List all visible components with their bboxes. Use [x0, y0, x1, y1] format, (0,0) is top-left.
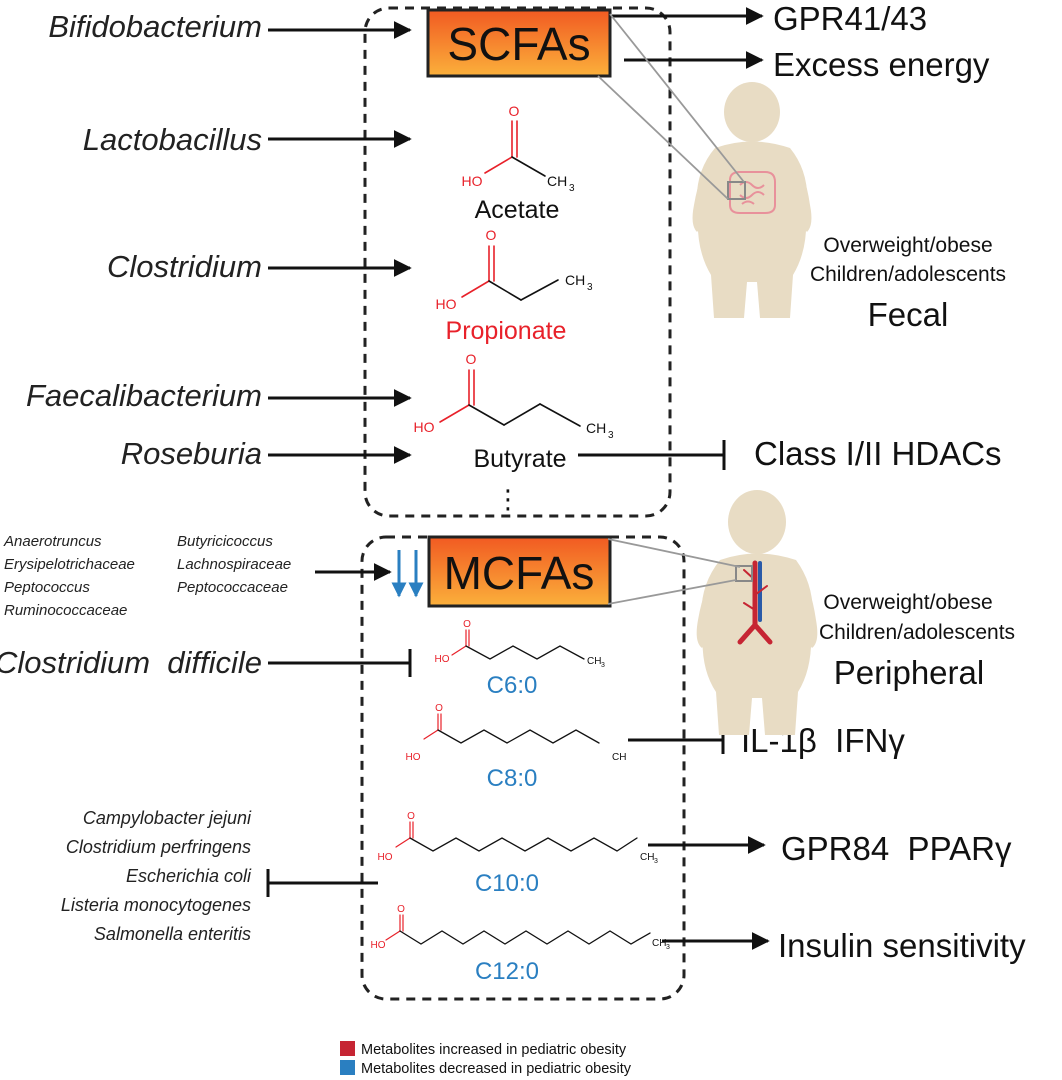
population-line1-fecal: Overweight/obese [823, 234, 992, 257]
butyrate-structure: O HO CH 3 [414, 351, 615, 441]
mcfa-box-label: MCFAs [444, 547, 595, 599]
svg-text:CH: CH [547, 173, 567, 189]
c12-ch3-sub: 3 [666, 944, 670, 951]
bacterium-lactobacillus: Lactobacillus [83, 122, 262, 157]
svg-text:CH: CH [586, 420, 606, 436]
scfa-panel-border [363, 6, 672, 518]
bacterium-faecalibacterium: Faecalibacterium [26, 378, 262, 413]
scfa-box [426, 8, 612, 78]
bacterium-clostridium: Clostridium [107, 249, 262, 284]
c12-o: O [397, 904, 405, 915]
target-hdacs: Class I/II HDACs [754, 435, 1002, 472]
producer-peptococcus: Peptococcus [4, 579, 90, 596]
legend-label-decreased: Metabolites decreased in pediatric obesi… [361, 1061, 632, 1077]
c10-structure [395, 821, 638, 852]
c12-structure [385, 914, 651, 945]
producer-anaerotruncus: Anaerotruncus [3, 533, 102, 550]
producer-butyricicoccus: Butyricicoccus [177, 533, 273, 550]
scfa-box-label: SCFAs [447, 18, 590, 70]
target-gpr84-ppar: GPR84 PPARγ [781, 830, 1012, 867]
propionate-structure: O HO CH 3 [436, 227, 594, 312]
compound-acetate: Acetate [475, 196, 560, 224]
zoom-line-top [609, 13, 745, 183]
svg-text:3: 3 [608, 430, 614, 441]
compound-propionate: Propionate [446, 317, 567, 345]
c10-o: O [407, 811, 415, 822]
svg-text:HO: HO [414, 419, 435, 435]
svg-text:3: 3 [569, 183, 575, 194]
c6-structure [451, 629, 585, 660]
target-insulin-sensitivity: Insulin sensitivity [778, 927, 1026, 964]
bacterium-roseburia: Roseburia [121, 436, 262, 471]
c10-ch3-sub: 3 [654, 858, 658, 865]
svg-text:O: O [509, 103, 520, 119]
svg-text:O: O [466, 351, 477, 367]
legend-swatch-decreased [340, 1060, 355, 1075]
target-excess-energy: Excess energy [773, 46, 990, 83]
inhibitor-clostridium-difficile: Clostridium difficile [0, 645, 262, 680]
c12-ho: HO [371, 940, 386, 951]
svg-text:O: O [486, 227, 497, 243]
zoom-line-bottom-mcfa [607, 579, 737, 605]
compound-c8: C8:0 [487, 765, 538, 792]
population-line2-fecal: Children/adolescents [810, 263, 1006, 286]
population-line2-peripheral: Children/adolescents [819, 621, 1015, 644]
svg-text:HO: HO [436, 296, 457, 312]
scfa-ellipsis: ⋮ [495, 484, 521, 514]
compound-butyrate: Butyrate [473, 445, 566, 473]
c8-ch: CH [612, 752, 626, 763]
sample-peripheral: Peripheral [834, 654, 984, 691]
c8-o: O [435, 703, 443, 714]
svg-text:HO: HO [462, 173, 483, 189]
c6-ch3: CH [587, 656, 601, 667]
producer-peptococcaceae: Peptococcaceae [177, 579, 288, 596]
pathogen-listeria: Listeria monocytogenes [61, 895, 251, 915]
producer-ruminococcaceae: Ruminococcaceae [4, 602, 127, 619]
c6-o: O [463, 619, 471, 630]
c10-ch3: CH [640, 852, 654, 863]
sample-fecal: Fecal [868, 296, 949, 333]
mcfa-box [427, 535, 612, 608]
producer-lachnospiraceae: Lachnospiraceae [177, 556, 291, 573]
producer-erysipelotrichaceae: Erysipelotrichaceae [4, 556, 135, 573]
svg-text:CH: CH [565, 272, 585, 288]
peripheral-zoom-box [735, 565, 753, 582]
pathogen-campylobacter: Campylobacter jejuni [83, 808, 252, 828]
c12-ch3: CH [652, 938, 666, 949]
compound-c10: C10:0 [475, 870, 539, 897]
pathogen-clostridium-perfringens: Clostridium perfringens [66, 837, 251, 857]
zoom-line-bottom [597, 75, 729, 200]
zoom-line-top-mcfa [607, 538, 741, 568]
svg-text:3: 3 [587, 282, 593, 293]
compound-c6: C6:0 [487, 672, 538, 699]
compound-c12: C12:0 [475, 958, 539, 985]
c6-ho: HO [435, 654, 450, 665]
c6-ch3-sub: 3 [601, 662, 605, 669]
pathogen-salmonella: Salmonella enteritis [94, 924, 251, 944]
c8-ho: HO [406, 752, 421, 763]
c10-ho: HO [378, 852, 393, 863]
population-line1-peripheral: Overweight/obese [823, 591, 992, 614]
c8-structure [423, 713, 600, 744]
legend-label-increased: Metabolites increased in pediatric obesi… [361, 1042, 627, 1058]
child-silhouette-fecal [692, 82, 812, 318]
blood-vessel-icon [737, 560, 773, 645]
target-gpr4143: GPR41/43 [773, 0, 927, 37]
fecal-zoom-box [727, 181, 746, 200]
pathogen-escherichia: Escherichia coli [126, 866, 252, 886]
legend-swatch-increased [340, 1041, 355, 1056]
acetate-structure: O HO CH 3 [462, 103, 576, 194]
bacterium-bifidobacterium: Bifidobacterium [48, 9, 262, 44]
